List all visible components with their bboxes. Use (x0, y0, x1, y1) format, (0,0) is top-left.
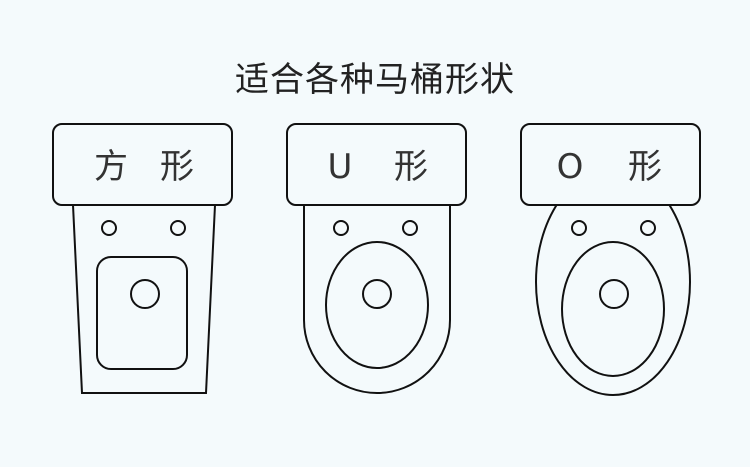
square-toilet-hole-left (101, 220, 117, 236)
o-toilet-seat (561, 241, 665, 377)
square-toilet-drain (130, 279, 160, 309)
square-toilet-hole-right (170, 220, 186, 236)
o-toilet-suffix-label: 形 (628, 147, 662, 187)
u-toilet-hole-right (402, 220, 418, 236)
o-toilet (520, 123, 701, 396)
u-toilet-shape-label: U (327, 147, 353, 187)
page-title: 适合各种马桶形状 (235, 60, 515, 100)
u-toilet-suffix-label: 形 (394, 147, 428, 187)
square-toilet-shape-label: 方 (94, 147, 128, 187)
square-toilet-suffix-label: 形 (160, 147, 194, 187)
square-toilet-seat (96, 256, 188, 370)
u-toilet-tank (286, 123, 467, 206)
square-toilet (52, 123, 233, 394)
o-toilet-shape-label: O (556, 147, 584, 187)
u-toilet-drain (362, 279, 392, 309)
o-toilet-hole-left (571, 220, 587, 236)
o-toilet-drain (599, 279, 629, 309)
o-toilet-hole-right (640, 220, 656, 236)
u-toilet-hole-left (333, 220, 349, 236)
u-toilet (286, 123, 467, 394)
o-toilet-tank (520, 123, 701, 206)
square-toilet-tank (52, 123, 233, 206)
